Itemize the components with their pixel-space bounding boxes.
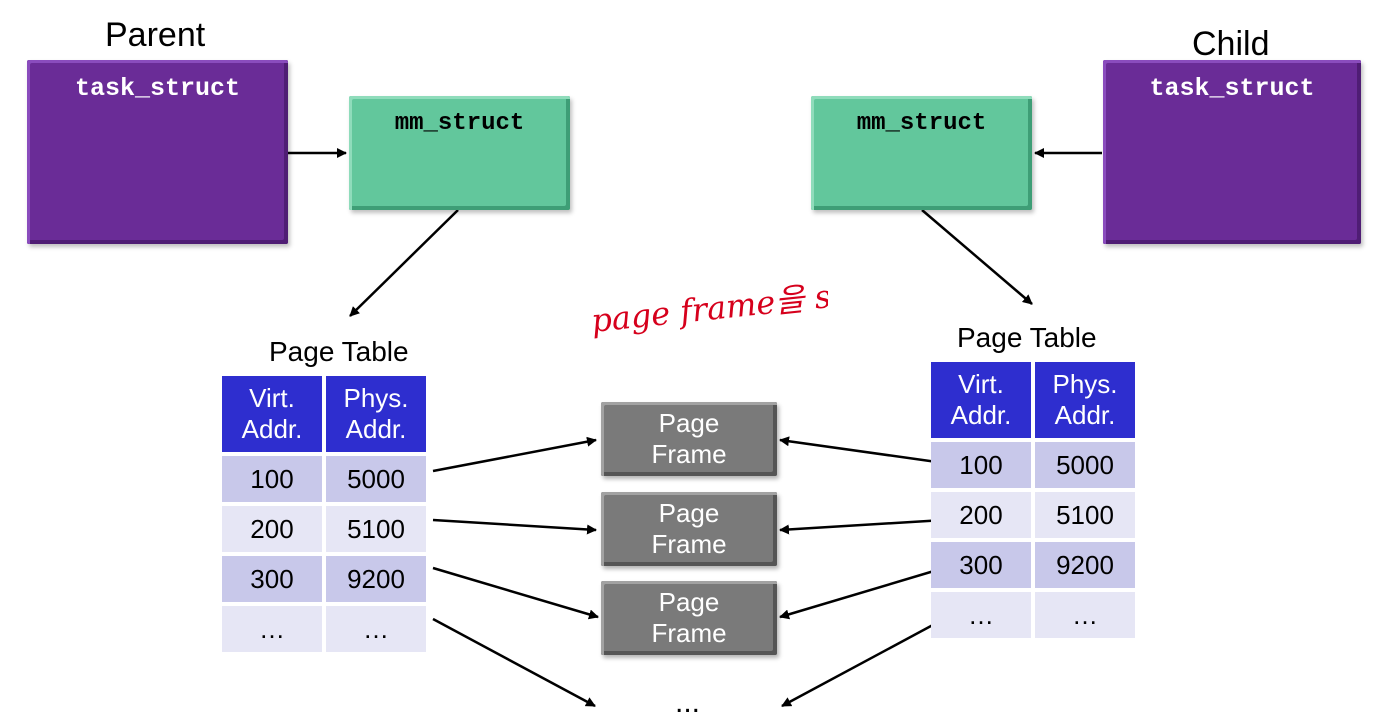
phys-cell: 5100 xyxy=(1035,492,1135,538)
header-virt-addr: Virt. Addr. xyxy=(222,376,322,452)
header-phys-addr: Phys. Addr. xyxy=(326,376,426,452)
table-row: …… xyxy=(931,592,1135,638)
virt-cell: 200 xyxy=(222,506,322,552)
virt-cell: 100 xyxy=(222,456,322,502)
parent-page-table-title: Page Table xyxy=(269,336,409,367)
arrow-child-row2 xyxy=(779,518,945,535)
virt-cell: … xyxy=(222,606,322,652)
child-mm-struct-box: mm_struct xyxy=(811,96,1032,210)
parent-task-struct-label: task_struct xyxy=(74,74,241,103)
arrow-parent-row3 xyxy=(432,566,599,620)
arrow-parent-mm-to-table xyxy=(349,209,459,317)
virt-cell: 200 xyxy=(931,492,1031,538)
parent-label: Parent xyxy=(105,16,206,54)
phys-cell: … xyxy=(1035,592,1135,638)
parent-mm-struct-label: mm_struct xyxy=(394,110,525,137)
phys-cell: 9200 xyxy=(326,556,426,602)
child-task-struct-label: task_struct xyxy=(1149,74,1315,103)
arrow-parent-row2 xyxy=(432,518,597,535)
handwritten-annotation: page frame을 share xyxy=(589,272,828,340)
virt-cell: 300 xyxy=(222,556,322,602)
header-phys-addr: Phys. Addr. xyxy=(1035,362,1135,438)
phys-cell: … xyxy=(326,606,426,652)
page-frame-2: Page Frame xyxy=(601,492,777,566)
page-frame-1: Page Frame xyxy=(601,402,777,476)
more-frames-ellipsis: ... xyxy=(675,686,701,719)
page-frame-label: Page Frame xyxy=(651,498,727,559)
phys-cell: 5100 xyxy=(326,506,426,552)
virt-cell: 300 xyxy=(931,542,1031,588)
page-frame-3: Page Frame xyxy=(601,581,777,655)
phys-cell: 5000 xyxy=(326,456,426,502)
phys-cell: 9200 xyxy=(1035,542,1135,588)
arrow-child-row4 xyxy=(781,617,945,708)
arrow-child-row1 xyxy=(779,436,945,465)
arrow-child-row3 xyxy=(779,566,945,620)
child-page-table-title: Page Table xyxy=(957,322,1097,353)
arrow-parent-row1 xyxy=(432,436,597,473)
child-mm-struct-label: mm_struct xyxy=(856,110,987,137)
phys-cell: 5000 xyxy=(1035,442,1135,488)
page-frame-label: Page Frame xyxy=(651,587,727,648)
virt-cell: 100 xyxy=(931,442,1031,488)
arrow-parent-row4 xyxy=(432,617,596,708)
parent-task-struct-box: task_struct xyxy=(27,60,288,244)
child-label: Child xyxy=(1192,25,1270,63)
virt-cell: … xyxy=(931,592,1031,638)
page-frame-label: Page Frame xyxy=(651,408,727,469)
header-virt-addr: Virt. Addr. xyxy=(931,362,1031,438)
annotation-text: page frame을 share xyxy=(589,272,828,340)
child-task-struct-box: task_struct xyxy=(1103,60,1361,244)
table-row: …… xyxy=(222,606,426,652)
arrow-child-mm-to-table xyxy=(921,209,1033,305)
parent-mm-struct-box: mm_struct xyxy=(349,96,570,210)
